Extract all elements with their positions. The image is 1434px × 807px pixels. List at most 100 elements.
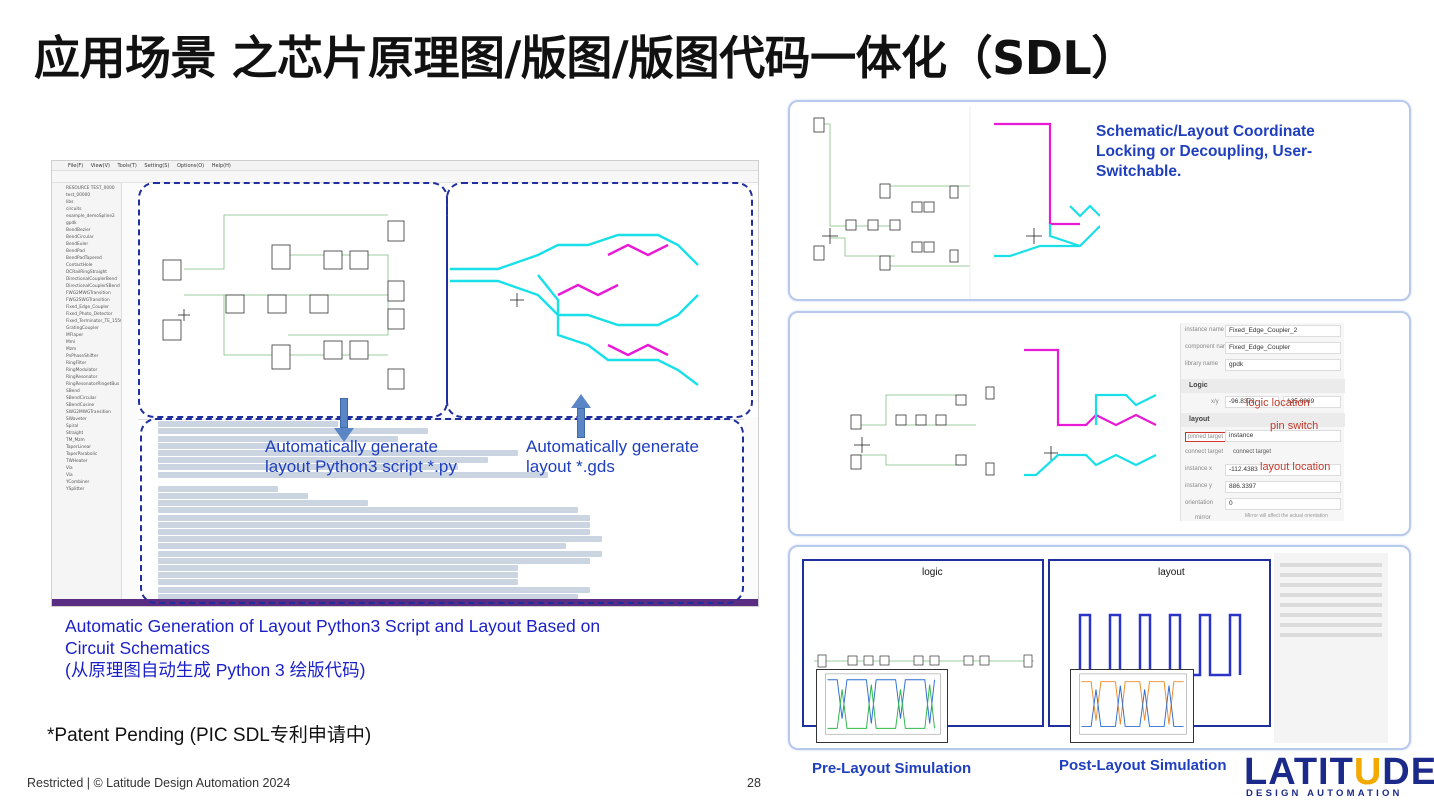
menu-tools[interactable]: Tools(T) <box>117 163 137 169</box>
mirror-label: mirror <box>1195 515 1211 521</box>
annotation-script-line1: Automatically generate <box>265 437 438 456</box>
tree-item[interactable]: RingResonator <box>66 375 98 380</box>
instance-name-field[interactable]: Fixed_Edge_Coupler_2 <box>1225 325 1341 337</box>
pin-target-select[interactable]: instance <box>1225 430 1341 442</box>
schematic-components <box>162 220 405 390</box>
up-arrow-icon <box>571 394 591 438</box>
tree-item[interactable]: Via <box>66 473 73 478</box>
tree-item[interactable]: DirectionalCouplerSBend <box>66 284 120 289</box>
tree-item[interactable]: PnPhaseShifter <box>66 354 99 359</box>
tree-item[interactable]: SBend <box>66 389 80 394</box>
tree-item[interactable]: TaperLinear <box>66 445 92 450</box>
tree-item[interactable]: YCombiner <box>66 480 90 485</box>
tree-item[interactable]: TM_Mzm <box>66 438 85 443</box>
menu-help[interactable]: Help(H) <box>211 163 231 169</box>
caption-line1: Automatic Generation of Layout Python3 S… <box>65 616 601 636</box>
logo-part-1: LATIT <box>1244 751 1354 793</box>
connect-target-checkbox[interactable]: connect target <box>1233 449 1272 455</box>
logo-wordmark: LATITUDE <box>1244 752 1434 792</box>
code-line <box>158 586 590 593</box>
code-line <box>158 449 518 456</box>
tree-item[interactable]: DCRailRingStraight <box>66 270 107 275</box>
code-line <box>158 557 590 564</box>
logic-y-field[interactable]: 125.0069 <box>1283 396 1341 408</box>
page-number: 28 <box>747 776 761 790</box>
generated-python-code[interactable] <box>138 419 744 601</box>
instance-x-field[interactable]: -112.4383 <box>1225 464 1341 476</box>
sim-properties-panel <box>1274 553 1388 743</box>
tree-item[interactable]: Spiral <box>66 424 79 429</box>
annotation-generate-script: Automatically generate layout Python3 sc… <box>265 437 457 477</box>
prop-line <box>1280 633 1382 637</box>
tree-item[interactable]: circuits <box>66 207 82 212</box>
tree-item[interactable]: BendPadTapered <box>66 256 102 261</box>
tree-item[interactable]: Mzm <box>66 347 77 352</box>
tree-item[interactable]: SBendCircular <box>66 396 97 401</box>
tree-item[interactable]: example_demoSpline2 <box>66 214 115 219</box>
layout-window-label: layout <box>1158 567 1185 578</box>
instance-y-field[interactable]: 886.3397 <box>1225 481 1341 493</box>
annotation-generate-gds: Automatically generate layout *.gds <box>526 437 699 477</box>
logic-x-field[interactable]: -96.8372 <box>1225 396 1279 408</box>
tree-item[interactable]: libs <box>66 200 74 205</box>
tree-item[interactable]: RESOURCE TEST_0000 <box>66 186 115 191</box>
menu-options[interactable]: Options(O) <box>176 163 205 169</box>
layout-view <box>450 233 699 386</box>
annotation-script-line2: layout Python3 script *.py <box>265 457 457 476</box>
post-layout-simulation-label: Post-Layout Simulation <box>1059 757 1227 774</box>
tree-item[interactable]: Fixed_Photo_Detector <box>66 312 113 317</box>
component-name-field[interactable]: Fixed_Edge_Coupler <box>1225 342 1341 354</box>
caption-line3: (从原理图自动生成 Python 3 绘版代码) <box>65 660 366 680</box>
prop-line <box>1280 593 1382 597</box>
tree-item[interactable]: Fixed_Terminator_TE_1550 <box>66 319 122 324</box>
tree-item[interactable]: ContactHole <box>66 263 93 268</box>
tree-item[interactable]: test_00000 <box>66 193 91 198</box>
logo-part-2: DE <box>1382 751 1434 793</box>
tree-item[interactable]: RingModulator <box>66 368 98 373</box>
menu-setting[interactable]: Setting(S) <box>144 163 170 169</box>
tree-item[interactable]: TaperParabolic <box>66 452 98 457</box>
component-name-label: component name <box>1185 344 1232 350</box>
orientation-field[interactable]: 0 <box>1225 498 1341 510</box>
logic-section-header[interactable]: Logic <box>1181 379 1345 393</box>
tree-item[interactable]: SWaveter <box>66 417 87 422</box>
tree-item[interactable]: TWHeater <box>66 459 88 464</box>
code-line <box>158 572 518 579</box>
tree-item[interactable]: RingFilter <box>66 361 87 366</box>
tree-item[interactable]: Mmi <box>66 340 76 345</box>
tree-item[interactable]: BendCircular <box>66 235 94 240</box>
tree-item[interactable]: MFlaper <box>66 333 84 338</box>
tree-item[interactable]: SBendCosine <box>66 403 95 408</box>
tree-item[interactable]: BendPad <box>66 249 85 254</box>
logic-sim-window: logic <box>802 559 1044 743</box>
tree-item[interactable]: BendEuler <box>66 242 89 247</box>
code-line <box>158 550 602 557</box>
panel2-diagram <box>850 348 1157 477</box>
tree-item[interactable]: Straight <box>66 431 84 436</box>
tree-item[interactable]: DirectionalCouplerBend <box>66 277 117 282</box>
layout-section-header[interactable]: layout <box>1181 413 1345 427</box>
tree-item[interactable]: RingResonatorRingetBus <box>66 382 120 387</box>
ide-menubar: File(F) View(V) Tools(T) Setting(S) Opti… <box>52 161 758 171</box>
ide-screenshot: File(F) View(V) Tools(T) Setting(S) Opti… <box>51 160 759 607</box>
panel1-line1: Schematic/Layout Coordinate <box>1096 123 1315 140</box>
code-line <box>158 579 518 586</box>
tree-item[interactable]: FWG2MWGTransition <box>66 291 111 296</box>
tree-item[interactable]: YSplitter <box>66 487 85 492</box>
menu-view[interactable]: View(V) <box>90 163 110 169</box>
tree-item[interactable]: gpdk <box>66 221 77 226</box>
panel1-diagram <box>813 106 1100 299</box>
tree-item[interactable]: SWG2MWGTransition <box>66 410 111 415</box>
mirror-note: Mirror will affect the actual orientatio… <box>1245 513 1328 519</box>
menu-file[interactable]: File(F) <box>68 163 84 169</box>
panel-pin-switch: instance name Fixed_Edge_Coupler_2 compo… <box>788 311 1411 536</box>
caption-line2: Circuit Schematics <box>65 638 210 658</box>
library-name-field[interactable]: gpdk <box>1225 359 1341 371</box>
tree-item[interactable]: GratingCoupler <box>66 326 99 331</box>
tree-item[interactable]: Fixed_Edge_Coupler <box>66 305 109 310</box>
tree-item[interactable]: Via <box>66 466 73 471</box>
tree-item[interactable]: FWG2SWGTransition <box>66 298 110 303</box>
code-line <box>158 521 590 528</box>
tree-item[interactable]: BendBezier <box>66 228 91 233</box>
